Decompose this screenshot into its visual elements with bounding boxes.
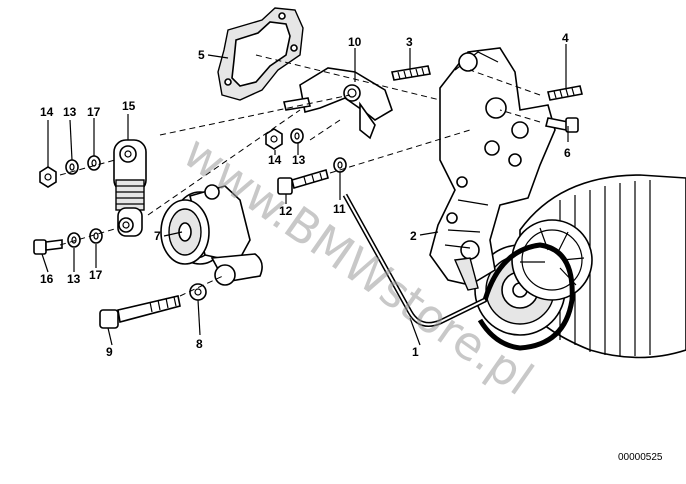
assembly-guide-lines xyxy=(59,54,541,297)
diagram-part-number: 00000525 xyxy=(618,452,663,463)
washer-13-middle xyxy=(290,128,304,144)
nut-14-top xyxy=(39,166,57,188)
callout-1: 1 xyxy=(412,345,419,359)
callout-7: 7 xyxy=(154,229,161,243)
stud-bolt-left xyxy=(283,97,311,111)
callout-14-middle: 14 xyxy=(268,153,282,167)
v-belt xyxy=(342,193,575,351)
washer-13-lower xyxy=(67,232,81,248)
callout-6: 6 xyxy=(564,146,571,160)
callout-13-lower: 13 xyxy=(67,272,81,286)
callout-4: 4 xyxy=(562,31,569,45)
stud-bolt xyxy=(391,65,431,81)
bolt-9 xyxy=(99,295,181,329)
tensioner-bracket xyxy=(299,67,393,140)
callout-8: 8 xyxy=(196,337,203,351)
tensioner-strut xyxy=(113,139,147,237)
callout-10: 10 xyxy=(348,35,362,49)
alternator xyxy=(474,174,686,359)
callout-13-middle: 13 xyxy=(292,153,306,167)
callout-12: 12 xyxy=(279,204,293,218)
bracket-casting xyxy=(429,47,556,291)
bolt-12 xyxy=(277,168,329,195)
tension-pulley xyxy=(160,184,263,286)
callout-leaders xyxy=(41,44,569,346)
callout-15: 15 xyxy=(122,99,136,113)
callout-3: 3 xyxy=(406,35,413,49)
callout-17-top: 17 xyxy=(87,105,101,119)
callout-11: 11 xyxy=(333,202,346,216)
washer-8 xyxy=(189,283,207,301)
callout-2: 2 xyxy=(410,229,417,243)
callout-17-lower: 17 xyxy=(89,268,103,282)
washer-17-lower xyxy=(89,228,103,244)
nut-14-middle xyxy=(265,128,283,150)
callout-13-top: 13 xyxy=(63,105,77,119)
callout-16: 16 xyxy=(40,272,54,286)
bolt-6 xyxy=(545,117,579,133)
bolt-16 xyxy=(33,239,63,255)
callout-9: 9 xyxy=(106,345,113,359)
washer-17-top xyxy=(87,155,101,171)
callout-5: 5 xyxy=(198,48,205,62)
stud-bolt-4 xyxy=(547,85,583,101)
gasket xyxy=(217,7,304,101)
callout-14-top: 14 xyxy=(40,105,54,119)
